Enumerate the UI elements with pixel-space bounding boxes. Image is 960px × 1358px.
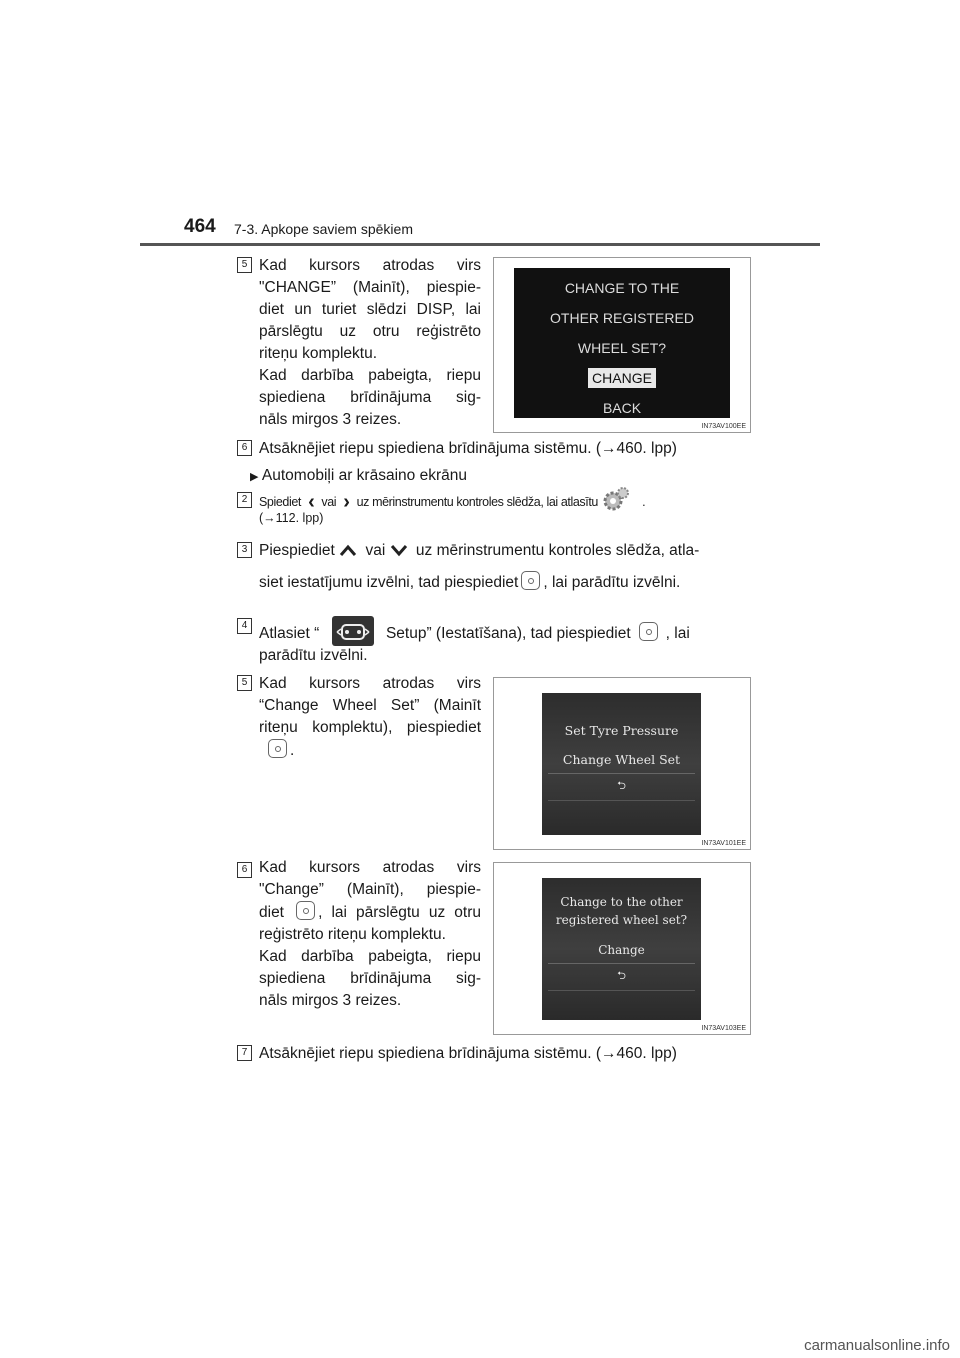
- step-number: 3: [237, 542, 252, 558]
- step-number: 4: [237, 618, 252, 634]
- bullet-heading: ▶ Automobiļi ar krāsaino ekrānu: [250, 467, 467, 484]
- chevron-left-icon: ‹: [308, 491, 315, 513]
- step-2-ref: (→112. lpp): [259, 511, 324, 525]
- menu-item-set-tyre-pressure: Set Tyre Pressure: [564, 723, 679, 738]
- screen-change-other-set: Change to the other registered wheel set…: [493, 862, 751, 1035]
- step-4-line1: Atlasiet “ Setup” (Iestatīšana), tad pie…: [259, 616, 690, 646]
- ok-button-icon: [521, 571, 541, 590]
- menu-item-change-wheel-set: Change Wheel Set: [562, 752, 681, 767]
- page-number: 464: [184, 216, 216, 237]
- step-6b-text: Kad kursors atrodas virs "Change” (Mainī…: [259, 859, 481, 1009]
- chevron-right-icon: ›: [343, 491, 350, 513]
- back-option: BACK: [602, 400, 642, 416]
- chevron-down-icon: [390, 542, 412, 564]
- step-6-text: Atsāknējiet riepu spiediena brīdinājuma …: [259, 440, 677, 457]
- back-arrow-icon: ⮌: [617, 969, 626, 982]
- ok-button-icon: [296, 901, 316, 920]
- step-number: 6: [237, 862, 252, 878]
- figure-code: IN73AV103EE: [701, 1025, 746, 1032]
- menu-item-change: Change: [598, 943, 645, 957]
- step-number: 2: [237, 492, 252, 508]
- step-4-line2: parādītu izvēlni.: [259, 647, 368, 664]
- step-3-line1: Piespiediet vai uz mērinstrumentu kontro…: [259, 540, 699, 564]
- display-panel: CHANGE TO THE OTHER REGISTERED WHEEL SET…: [514, 268, 730, 418]
- watermark: carmanualsonline.info: [804, 1337, 950, 1354]
- change-option-selected: CHANGE: [588, 368, 656, 388]
- section-title: 7-3. Apkope saviem spēkiem: [234, 221, 413, 237]
- gear-icon: [601, 486, 639, 515]
- display-panel: Change to the other registered wheel set…: [542, 878, 701, 1020]
- screen-change-confirm: CHANGE TO THE OTHER REGISTERED WHEEL SET…: [493, 257, 751, 433]
- step-3-line2: siet iestatījumu izvēlni, tad piespiedie…: [259, 571, 680, 594]
- step-number: 5: [237, 675, 252, 691]
- figure-code: IN73AV101EE: [701, 840, 746, 847]
- chevron-up-icon: [339, 542, 361, 564]
- triangle-bullet-icon: ▶: [250, 471, 259, 483]
- display-panel: Set Tyre Pressure Change Wheel Set ⮌: [542, 693, 701, 835]
- back-arrow-icon: ⮌: [617, 779, 626, 792]
- header-rule: [140, 243, 820, 246]
- step-2-text: Spiediet ‹ vai › uz mērinstrumentu kontr…: [259, 486, 646, 515]
- step-7-text: Atsāknējiet riepu spiediena brīdinājuma …: [259, 1045, 677, 1062]
- figure-code: IN73AV100EE: [701, 423, 746, 430]
- ok-button-icon: [638, 622, 658, 641]
- step-number: 5: [237, 257, 252, 273]
- step-number: 7: [237, 1045, 252, 1061]
- ok-button-icon: [268, 739, 287, 758]
- screen-wheel-set-menu: Set Tyre Pressure Change Wheel Set ⮌ IN7…: [493, 677, 751, 850]
- step-number: 6: [237, 440, 252, 456]
- step-5-text: Kad kursors atrodas virs "CHANGE” (Mainī…: [259, 257, 481, 428]
- step-5b-text: Kad kursors atrodas virs “Change Wheel S…: [259, 675, 481, 759]
- setup-menu-icon: [331, 616, 374, 646]
